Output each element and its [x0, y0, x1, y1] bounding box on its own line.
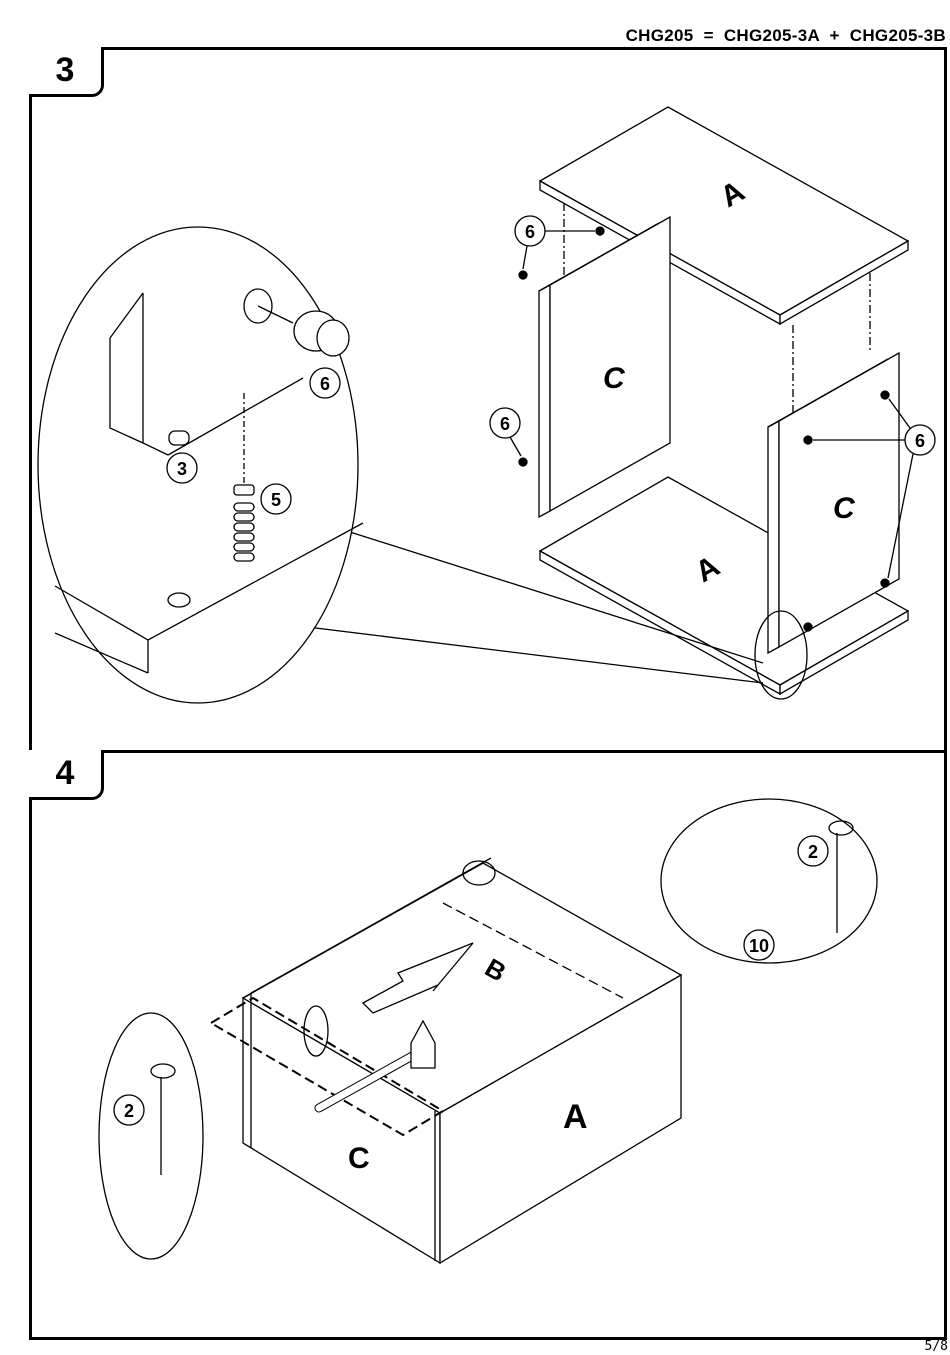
left-side-label: C	[603, 362, 626, 395]
model-code-header: CHG205 = CHG205-3A + CHG205-3B	[626, 26, 946, 46]
right-side-label: C	[833, 492, 856, 525]
step-4-panel: 4 B A C 2 10	[29, 750, 947, 1340]
page-number: 5/8	[925, 1339, 948, 1354]
detail-dowel-label: 3	[177, 459, 187, 479]
front-panel-label: C	[348, 1142, 370, 1175]
callout-6-left-label: 6	[500, 414, 510, 434]
detail-cam-bolt-label: 5	[271, 490, 281, 510]
detail-nail-label-left: 2	[124, 1101, 134, 1121]
side-panel-label: A	[563, 1098, 588, 1136]
step-4-illustration: B A C 2 10 2	[32, 753, 944, 1337]
detail-3-ellipse	[38, 227, 363, 703]
step-3-illustration: A C A C	[32, 50, 944, 750]
detail-cam-lock-label: 6	[320, 374, 330, 394]
detail-left-ellipse	[99, 1013, 203, 1259]
step-3-panel: 3 A C A	[29, 47, 947, 753]
callout-6-top-label: 6	[525, 222, 535, 242]
detail-nail-label-right: 2	[808, 842, 818, 862]
drawer-box	[243, 858, 681, 1263]
detail-clip-label: 10	[749, 936, 769, 956]
callout-6-right-label: 6	[915, 431, 925, 451]
